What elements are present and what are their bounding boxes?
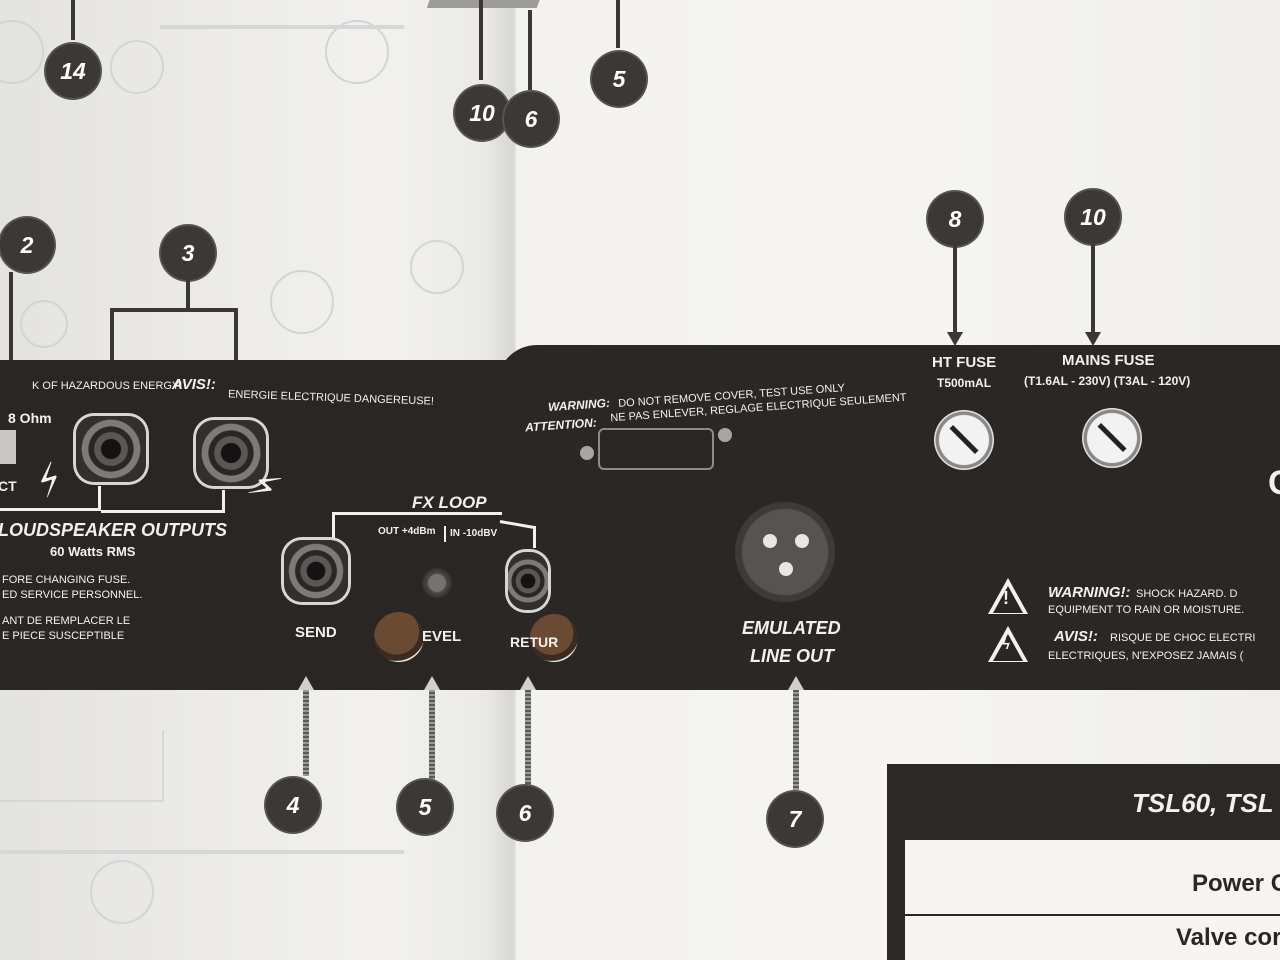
ghost-circle [20, 300, 68, 348]
xlr-pin [795, 534, 809, 548]
mains-fuse-rating: (T1.6AL - 230V) (T3AL - 120V) [1024, 374, 1191, 388]
top-device-fragment [426, 0, 544, 8]
mains-fuse-label: MAINS FUSE [1062, 352, 1155, 369]
callout-4: 4 [266, 778, 320, 832]
xlr-pin [763, 534, 777, 548]
ohm-label: 8 Ohm [8, 410, 52, 426]
callout-10: 10 [1066, 190, 1120, 244]
callout-6: 6 [498, 786, 552, 840]
fuse-warning-en-2: ED SERVICE PERSONNEL. [2, 589, 143, 601]
fuse-warning-fr-1: ANT DE REMPLACER LE [2, 615, 131, 627]
exclamation-icon: ! [1003, 588, 1009, 608]
punched-hole [530, 614, 578, 662]
fx-loop-title: FX LOOP [412, 493, 487, 512]
send-label: SEND [295, 624, 337, 641]
callout-5-top: 5 [592, 52, 646, 106]
callout-3: 3 [161, 226, 215, 280]
callout-7: 7 [768, 792, 822, 846]
avis-label: AVIS!: [172, 376, 216, 393]
warning2-text: SHOCK HAZARD. D [1136, 588, 1238, 600]
loudspeaker-outputs-power: 60 Watts RMS [50, 544, 136, 559]
xlr-pin [779, 562, 793, 576]
emulated-line-out-xlr [735, 502, 835, 602]
ghost-circle [0, 20, 44, 84]
ht-fuse-label: HT FUSE [932, 354, 997, 371]
c-fragment: C [1268, 464, 1280, 503]
callout-2: 2 [0, 218, 54, 272]
spec-row-valve: Valve cor [1176, 924, 1280, 951]
mains-fuse-holder [1082, 408, 1142, 468]
warning2-line2: EQUIPMENT TO RAIN OR MOISTURE. [1048, 604, 1245, 616]
ct-fragment: CT [0, 478, 17, 494]
indicator-lamp [580, 446, 594, 460]
ht-fuse-rating: T500mAL [937, 376, 992, 390]
ghost-circle [270, 270, 334, 334]
return-label: RETUR [510, 634, 559, 650]
ghost-circle [90, 860, 154, 924]
rear-panel-right [497, 345, 1280, 690]
ghost-circle [110, 40, 164, 94]
ghost-line [160, 25, 404, 29]
lightning-icon: ϟ [1002, 636, 1010, 653]
callout-8: 8 [928, 192, 982, 246]
avis2-label: AVIS!: [1054, 628, 1098, 645]
in-level-label: IN -10dBV [450, 528, 498, 539]
warning2-label: WARNING!: [1048, 584, 1131, 601]
model-title: TSL60, TSL [1132, 788, 1274, 818]
emulated-label: EMULATED [742, 618, 841, 638]
out-level-label: OUT +4dBm [378, 526, 436, 537]
loudspeaker-outputs-title: LOUDSPEAKER OUTPUTS [0, 520, 228, 540]
spec-row-power: Power C [1192, 870, 1280, 897]
speaker-output-jack-1 [76, 416, 146, 482]
fx-level-control [422, 568, 452, 598]
level-label: EVEL [422, 628, 462, 645]
fuse-warning-en-1: FORE CHANGING FUSE. [2, 574, 131, 586]
callout-5: 5 [398, 780, 452, 834]
avis2-line2: ELECTRIQUES, N'EXPOSEZ JAMAIS ( [1048, 650, 1244, 662]
speaker-output-switch [0, 430, 16, 464]
test-port-slot [598, 428, 714, 470]
indicator-lamp [718, 428, 732, 442]
avis2-text: RISQUE DE CHOC ELECTRI [1110, 632, 1256, 644]
fx-send-jack [284, 540, 348, 602]
punched-hole [374, 612, 424, 662]
ghost-line [0, 730, 164, 802]
fx-return-jack [508, 552, 548, 610]
callout-14: 14 [46, 44, 100, 98]
callout-6-top: 6 [504, 92, 558, 146]
ghost-circle [410, 240, 464, 294]
ghost-line [0, 850, 404, 854]
fuse-warning-fr-2: E PIECE SUSCEPTIBLE [2, 630, 125, 642]
bracket-3 [110, 308, 238, 312]
ghost-circle [325, 20, 389, 84]
spec-divider [905, 914, 1280, 916]
hazard-warning-text: K OF HAZARDOUS ENERGY! [32, 380, 183, 392]
callout-10-top: 10 [455, 86, 509, 140]
spec-table [905, 840, 1280, 960]
line-out-label: LINE OUT [750, 646, 834, 666]
speaker-output-jack-2 [196, 420, 266, 486]
ht-fuse-holder [934, 410, 994, 470]
